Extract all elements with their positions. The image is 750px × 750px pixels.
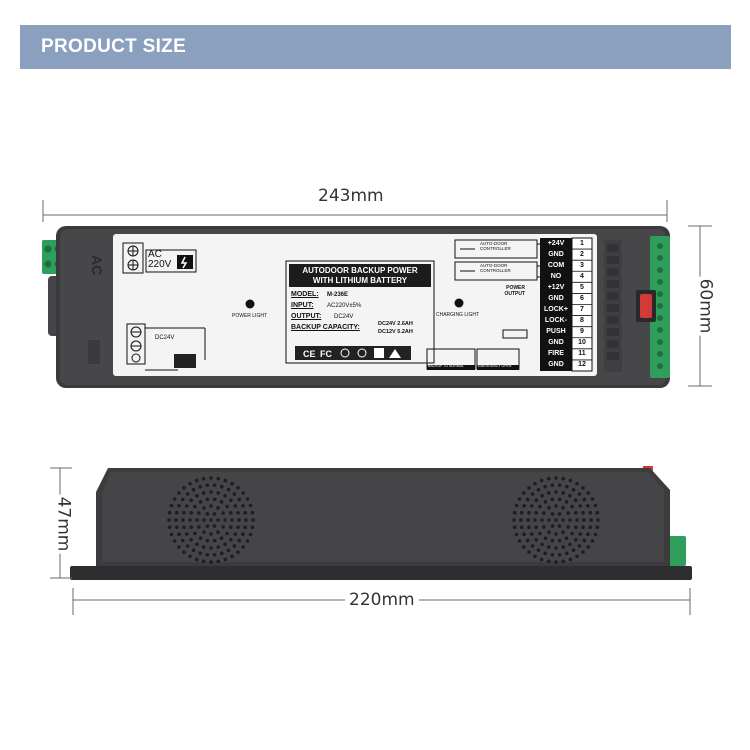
svg-text:FC: FC bbox=[320, 349, 332, 359]
terminal-number: 12 bbox=[578, 361, 586, 369]
power-light-led bbox=[245, 299, 255, 309]
model-value: M-236E bbox=[327, 292, 349, 298]
power-output-label: POWER OUTPUT bbox=[504, 285, 525, 297]
input-value: AC220V±5% bbox=[327, 303, 362, 309]
capacity-key: BACKUP CAPACITY: bbox=[291, 324, 360, 331]
section-banner: PRODUCT SIZE bbox=[20, 25, 731, 69]
auto-door-controller-1: AUTO-DOOR CONTROLLER bbox=[480, 241, 511, 251]
terminal-label: PUSH bbox=[546, 328, 566, 336]
charging-light-label: CHARGING LIGHT bbox=[436, 312, 480, 318]
terminal-number: 4 bbox=[580, 272, 584, 280]
terminal-label: GND bbox=[548, 361, 564, 369]
label-title-line2: WITH LITHIUM BATTERY bbox=[312, 276, 408, 285]
ac-label: AC 220V bbox=[148, 250, 178, 270]
emergency-open-label: EMERGENCY OPEN bbox=[478, 364, 512, 368]
terminal-label: NO bbox=[550, 272, 562, 280]
model-key: MODEL: bbox=[291, 291, 319, 298]
terminal-label: +24V bbox=[547, 239, 565, 247]
ac-label-line2: 220V bbox=[148, 259, 172, 270]
terminal-number: 9 bbox=[580, 328, 584, 336]
output-value: DC24V bbox=[334, 314, 354, 320]
device-label-panel bbox=[113, 234, 597, 376]
terminal-label: GND bbox=[548, 339, 564, 347]
ac-label-line1: AC bbox=[148, 249, 162, 260]
dimension-side-width: 220mm bbox=[345, 590, 419, 610]
backup-to-normal-label: BACKUP TO NORMAL bbox=[428, 364, 464, 368]
terminal-number: 8 bbox=[580, 317, 584, 325]
capacity-value-2: DC12V 5.2AH bbox=[378, 329, 413, 335]
power-switch bbox=[640, 294, 652, 318]
dc-label: DC24V bbox=[155, 335, 175, 341]
power-light-label: POWER LIGHT bbox=[232, 313, 268, 319]
terminal-number: 7 bbox=[580, 306, 584, 313]
terminal-number: 11 bbox=[578, 350, 586, 358]
terminal-label: LOCK+ bbox=[544, 306, 568, 313]
terminal-label: +12V bbox=[547, 283, 565, 291]
banner-title: PRODUCT SIZE bbox=[41, 36, 187, 57]
terminal-number: 6 bbox=[580, 294, 584, 302]
terminal-number: 1 bbox=[580, 239, 584, 247]
terminal-label: GND bbox=[548, 250, 564, 258]
svg-text:CE: CE bbox=[303, 349, 316, 359]
terminal-label: COM bbox=[547, 261, 565, 269]
auto-door-controller-2: AUTO-DOOR CONTROLLER bbox=[480, 263, 511, 273]
terminal-number: 2 bbox=[580, 250, 584, 258]
terminal-number: 10 bbox=[578, 339, 586, 347]
terminal-number: 3 bbox=[580, 261, 584, 269]
input-key: INPUT: bbox=[291, 302, 314, 309]
terminal-label: GND bbox=[548, 294, 564, 302]
capacity-value-1: DC24V 2.6AH bbox=[378, 321, 413, 327]
dimension-top-width: 243mm bbox=[314, 186, 388, 206]
label-title-line1: AUTODOOR BACKUP POWER bbox=[302, 266, 418, 275]
output-key: OUTPUT: bbox=[291, 313, 322, 320]
terminal-number: 5 bbox=[580, 283, 584, 291]
svg-text:AC: AC bbox=[89, 255, 105, 275]
dimension-side-height: 47mm bbox=[53, 494, 74, 554]
vent-grille-left bbox=[167, 476, 255, 564]
terminal-label: FIRE bbox=[548, 350, 564, 358]
terminal-label: LOCK- bbox=[544, 317, 568, 325]
vent-grille-right bbox=[512, 476, 600, 564]
dimension-top-height: 60mm bbox=[695, 276, 716, 336]
charging-light-led bbox=[454, 298, 464, 308]
